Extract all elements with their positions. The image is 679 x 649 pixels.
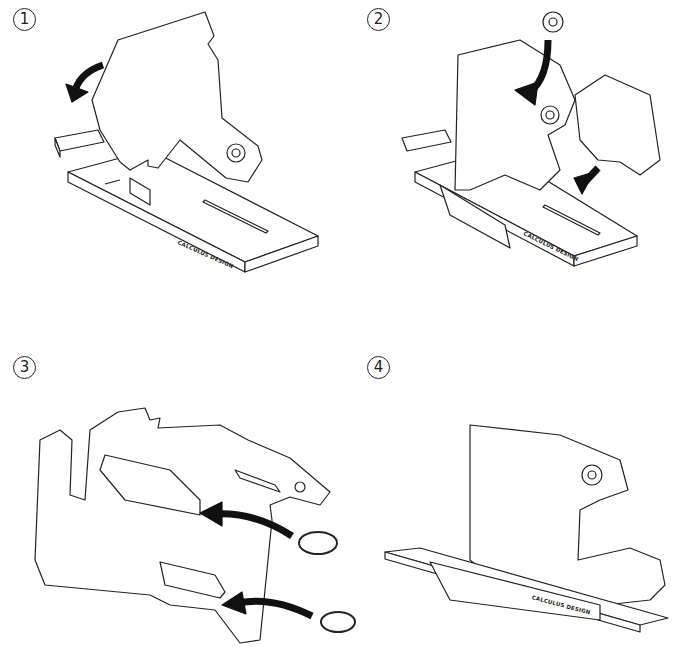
step-4-figure bbox=[385, 425, 668, 632]
step-2-figure bbox=[402, 12, 660, 266]
step-number: 1 bbox=[20, 12, 30, 27]
step-number-circle: 1 bbox=[13, 8, 36, 31]
step-number-circle: 4 bbox=[367, 356, 390, 379]
step-number: 2 bbox=[374, 12, 384, 27]
step-number: 3 bbox=[20, 360, 30, 375]
step-number-circle: 2 bbox=[367, 8, 390, 31]
step-number: 4 bbox=[374, 360, 384, 375]
step-number-circle: 3 bbox=[13, 356, 36, 379]
step-1-figure bbox=[55, 12, 318, 272]
step-3-figure bbox=[35, 408, 355, 643]
